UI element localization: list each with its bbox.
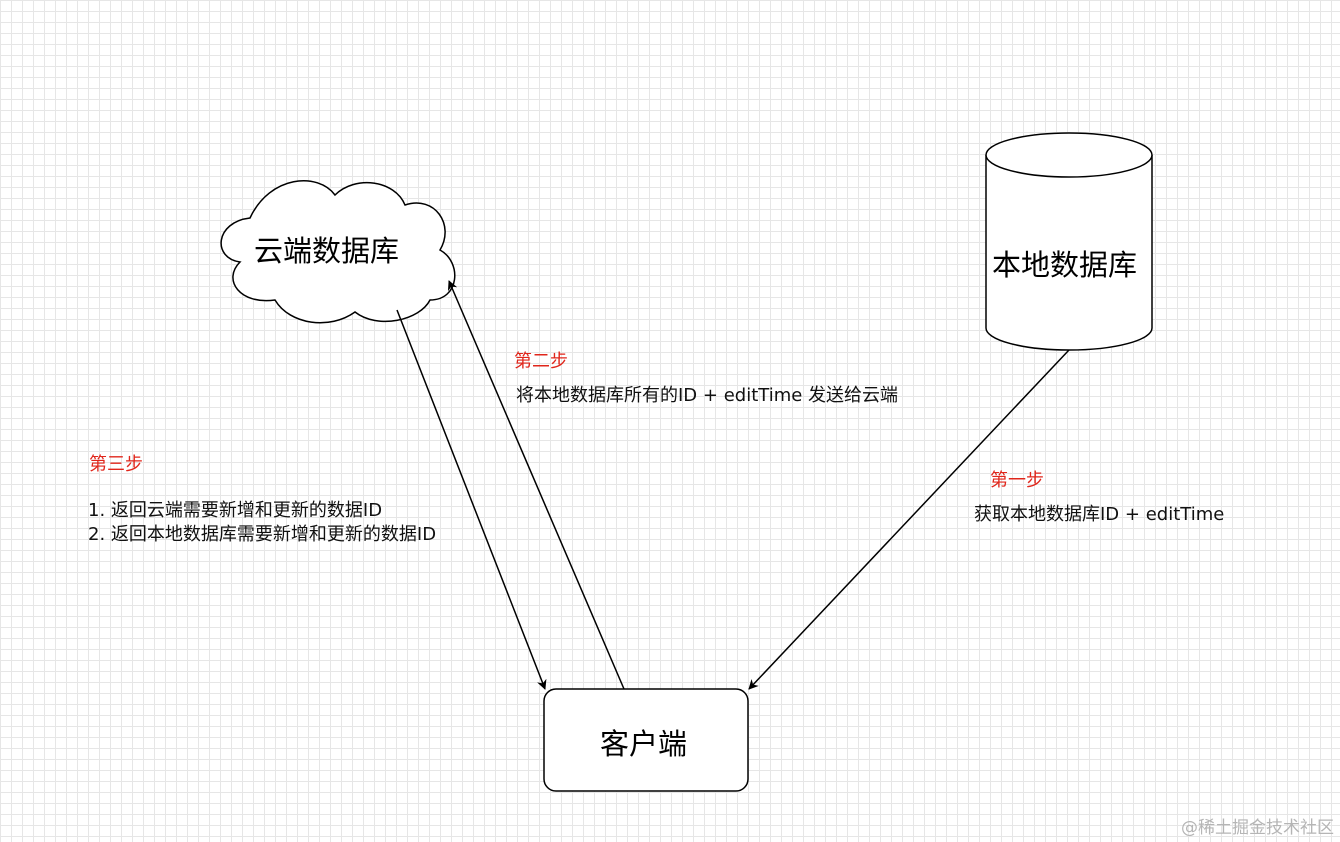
- watermark: @稀土掘金技术社区: [1181, 818, 1334, 838]
- step3-line-2: 2. 返回本地数据库需要新增和更新的数据ID: [88, 524, 437, 545]
- step1-title: 第一步: [990, 470, 1044, 491]
- step2-title: 第二步: [514, 351, 568, 372]
- client-label: 客户端: [600, 727, 688, 761]
- step2-text: 将本地数据库所有的ID + editTime 发送给云端: [516, 385, 899, 406]
- step1-text: 获取本地数据库ID + editTime: [974, 504, 1225, 525]
- local-db-node[interactable]: [985, 132, 1153, 351]
- client-node[interactable]: [543, 688, 749, 792]
- step3-title: 第三步: [89, 454, 143, 475]
- cloud-db-node[interactable]: [220, 180, 456, 324]
- edge-local-to-client: [748, 349, 1070, 690]
- edge-cloud-to-client: [396, 309, 547, 690]
- local-db-label: 本地数据库: [992, 248, 1138, 282]
- step3-line-1: 1. 返回云端需要新增和更新的数据ID: [88, 500, 383, 521]
- cloud-db-label: 云端数据库: [254, 234, 400, 268]
- edge-client-to-cloud: [447, 280, 625, 690]
